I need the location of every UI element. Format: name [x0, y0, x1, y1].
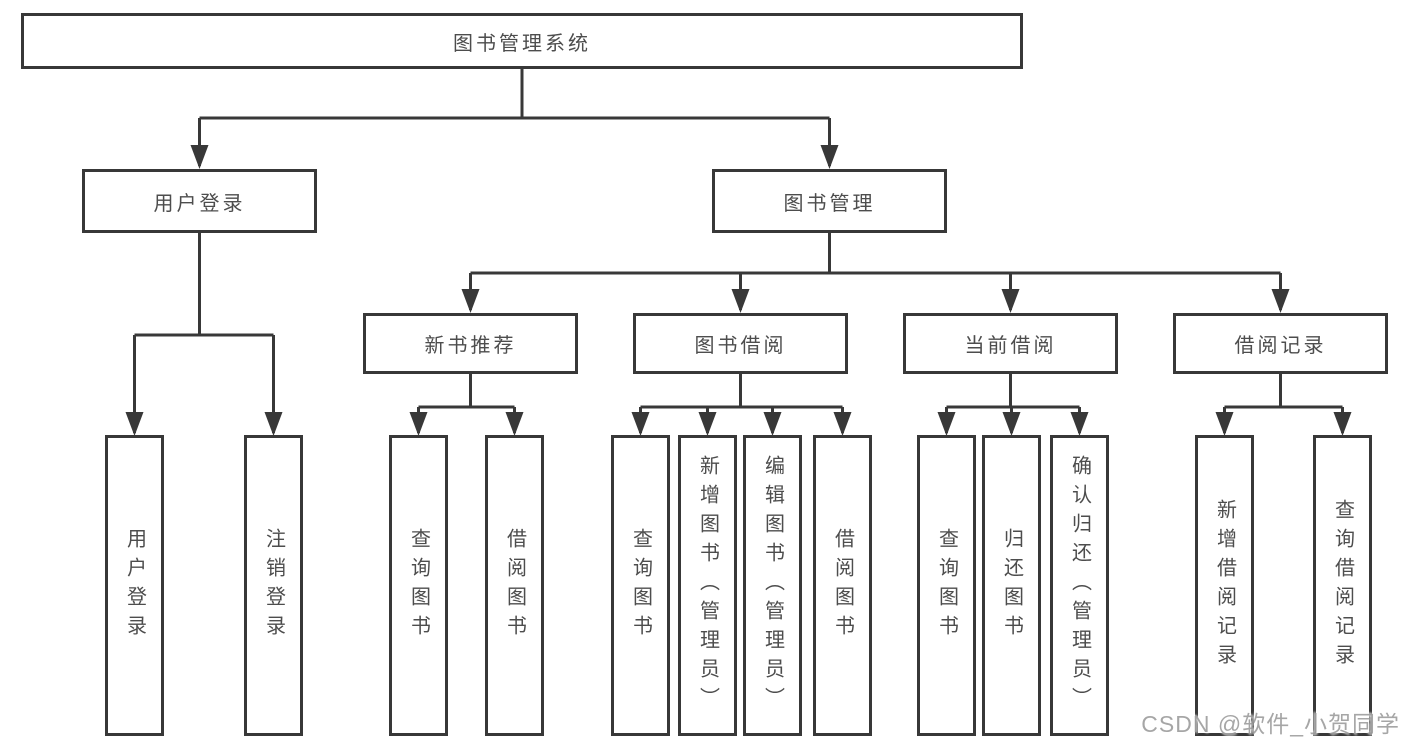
node-label: 图书管理	[783, 192, 876, 215]
node-user-login-branch: 用户登录	[82, 169, 317, 233]
csdn-watermark: CSDN @软件_小贺同学	[1141, 711, 1400, 737]
node-borrowing-records: 借阅记录	[1173, 313, 1388, 374]
leaf-current-query-books: 查询图书	[917, 435, 976, 736]
node-label: 新增借阅记录	[1213, 498, 1236, 673]
node-label: 查询图书	[407, 527, 430, 644]
node-label: 查询图书	[935, 527, 958, 644]
node-book-borrowing: 图书借阅	[633, 313, 848, 374]
leaf-borrow-borrow-books: 借阅图书	[813, 435, 872, 736]
node-label: 新增图书（管理员）	[696, 455, 719, 716]
node-label: 借阅图书	[503, 527, 526, 644]
leaf-borrow-add-books-admin: 新增图书（管理员）	[678, 435, 737, 736]
node-label: 确认归还（管理员）	[1068, 455, 1091, 716]
node-book-management-branch: 图书管理	[712, 169, 947, 233]
node-label: 当前借阅	[964, 335, 1057, 357]
node-label: 借阅图书	[831, 527, 854, 644]
node-label: 图书管理系统	[453, 32, 591, 55]
node-label: 归还图书	[1000, 527, 1023, 644]
node-label: 用户登录	[123, 527, 146, 644]
leaf-newbook-borrow-books: 借阅图书	[485, 435, 544, 736]
node-label: 注销登录	[262, 527, 285, 644]
leaf-borrow-query-books: 查询图书	[611, 435, 670, 736]
leaf-current-return-books: 归还图书	[982, 435, 1041, 736]
node-label: 查询借阅记录	[1331, 498, 1354, 673]
leaf-logout: 注销登录	[244, 435, 303, 736]
node-label: 用户登录	[153, 192, 246, 215]
arrow-down-icons	[125, 145, 1352, 436]
node-label: 图书借阅	[694, 335, 787, 357]
leaf-records-add-record: 新增借阅记录	[1195, 435, 1254, 736]
node-label: 编辑图书（管理员）	[761, 455, 784, 716]
leaf-current-confirm-return-admin: 确认归还（管理员）	[1050, 435, 1109, 736]
node-new-book-recommend: 新书推荐	[363, 313, 578, 374]
leaf-newbook-query-books: 查询图书	[389, 435, 448, 736]
node-library-management-system: 图书管理系统	[21, 13, 1023, 69]
tree-connectors	[133, 69, 1344, 433]
node-label: 查询图书	[629, 527, 652, 644]
leaf-borrow-edit-books-admin: 编辑图书（管理员）	[743, 435, 802, 736]
leaf-user-login: 用户登录	[105, 435, 164, 736]
leaf-records-query-record: 查询借阅记录	[1313, 435, 1372, 736]
node-current-borrowing: 当前借阅	[903, 313, 1118, 374]
node-label: 借阅记录	[1234, 335, 1327, 357]
node-label: 新书推荐	[424, 335, 517, 357]
